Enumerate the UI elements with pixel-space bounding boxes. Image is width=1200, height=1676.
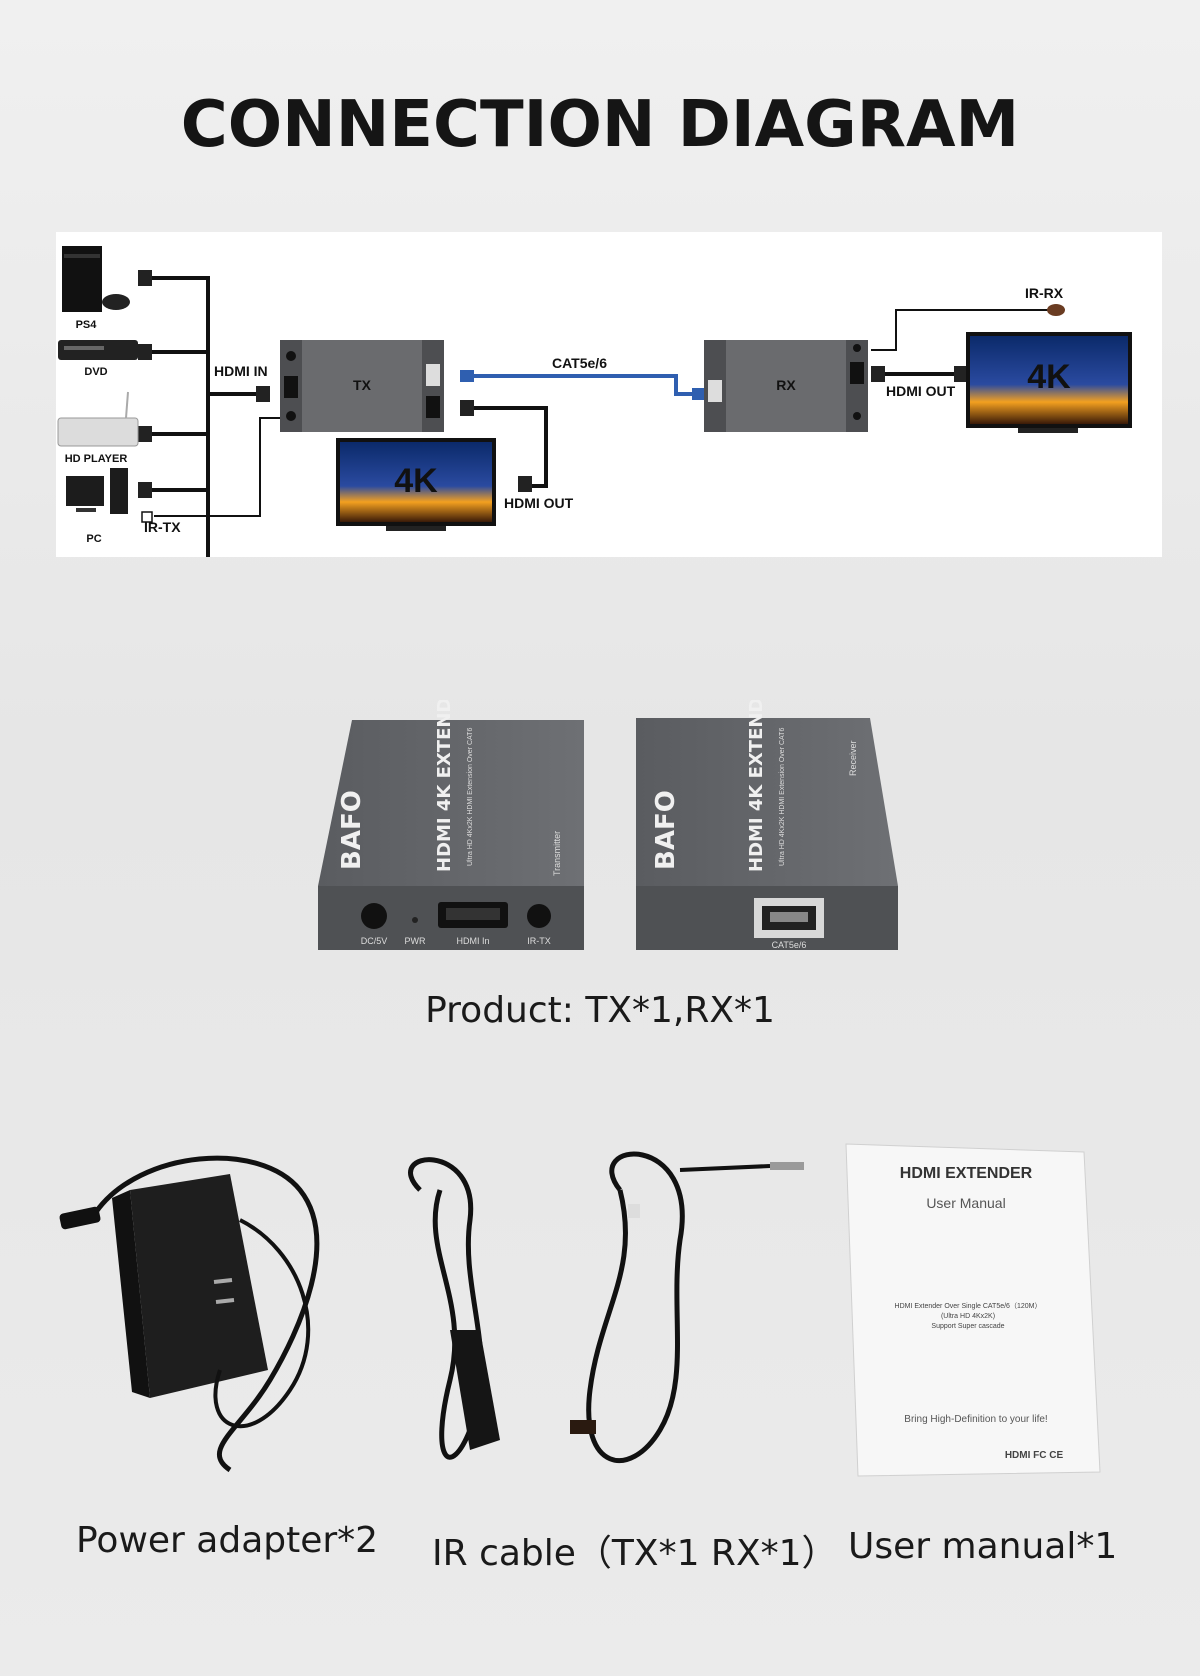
rx-role: Receiver <box>848 740 858 776</box>
manual-line3: Support Super cascade <box>931 1323 1004 1330</box>
hd-player-icon <box>57 391 139 447</box>
tx-port-ir: IR-TX <box>527 936 551 946</box>
tx-role: Transmitter <box>552 831 562 876</box>
manual-title: HDMI EXTENDER <box>900 1165 1033 1182</box>
connection-diagram: 4K 4K PS4 DVD HD PLAYER PC HDMI IN TX RX… <box>56 232 1162 557</box>
local-tv-icon: 4K <box>336 438 496 531</box>
hdmi-in-label: HDMI IN <box>214 363 268 379</box>
ir-rx-label: IR-RX <box>1025 285 1064 301</box>
manual-subtitle: User Manual <box>926 1195 1005 1211</box>
user-manual-image: HDMI EXTENDER User Manual HDMI Extender … <box>845 1143 1101 1477</box>
remote-tv-badge: 4K <box>1027 358 1071 396</box>
ps4-icon <box>62 246 130 312</box>
manual-logos: HDMI FC CE <box>1005 1450 1064 1461</box>
power-adapter-image <box>59 1155 320 1473</box>
tx-label: TX <box>353 377 372 393</box>
rx-sub: Ultra HD 4Kx2K HDMI Extension Over CAT6 <box>779 728 786 866</box>
product-caption: Product: TX*1,RX*1 <box>425 990 775 1031</box>
product-units: DC/5V PWR HDMI In IR-TX BAFO HDMI 4K EXT… <box>318 700 898 950</box>
rx-label: RX <box>776 377 796 393</box>
ir-tx-cable <box>154 417 284 517</box>
local-hdmi-out-label: HDMI OUT <box>504 495 574 511</box>
manual-caption: User manual*1 <box>848 1526 1118 1567</box>
rx-port-cat: CAT5e/6 <box>772 940 807 950</box>
accessories: HDMI EXTENDER User Manual HDMI Extender … <box>59 1143 1101 1477</box>
tx-sub: Ultra HD 4Kx2K HDMI Extension Over CAT6 <box>467 728 474 866</box>
tx-port-pwr: PWR <box>405 936 426 946</box>
tx-brand: BAFO <box>337 790 367 870</box>
hdmi-plugs <box>138 270 968 498</box>
source-label-ps4: PS4 <box>76 319 98 331</box>
tx-port-hdmi: HDMI In <box>456 936 489 946</box>
ir-tx-label: IR-TX <box>144 519 181 535</box>
rx-model: HDMI 4K EXTENDER 100M <box>746 700 767 872</box>
adapter-caption: Power adapter*2 <box>76 1520 379 1561</box>
page-title: CONNECTION DIAGRAM <box>180 88 1020 162</box>
tx-device: DC/5V PWR HDMI In IR-TX BAFO HDMI 4K EXT… <box>318 700 584 950</box>
ir-cable-image <box>408 1151 804 1463</box>
rx-brand: BAFO <box>651 790 681 870</box>
source-label-pc: PC <box>86 533 101 545</box>
ir-tx-emitter-icon <box>141 511 153 523</box>
cat-cable <box>468 374 704 396</box>
ir-rx-cable <box>871 309 1052 351</box>
tx-port-dc: DC/5V <box>361 936 388 946</box>
tx-model: HDMI 4K EXTENDER 100M <box>434 700 455 872</box>
cable-label: CAT5e/6 <box>552 355 607 371</box>
pc-icon <box>66 468 128 514</box>
remote-hdmi-out-label: HDMI OUT <box>886 383 956 399</box>
source-cables <box>151 276 270 557</box>
tx-unit <box>280 340 444 432</box>
local-hdmi-cable <box>460 406 548 488</box>
local-tv-badge: 4K <box>394 462 438 500</box>
ir-cable-caption: IR cable（TX*1 RX*1） <box>432 1533 838 1574</box>
dvd-icon <box>58 340 138 360</box>
remote-tv-icon: 4K <box>966 332 1132 433</box>
source-label-hd-player: HD PLAYER <box>65 453 128 465</box>
rx-device: CAT5e/6 BAFO HDMI 4K EXTENDER 100M Ultra… <box>636 700 898 950</box>
manual-line1: HDMI Extender Over Single CAT5e/6（120M） <box>895 1302 1042 1310</box>
manual-line2: (Ultra HD 4Kx2K) <box>941 1313 995 1320</box>
ir-rx-receiver-icon <box>1047 304 1065 316</box>
source-label-dvd: DVD <box>84 366 107 378</box>
rx-unit <box>704 340 868 432</box>
manual-slogan: Bring High-Definition to your life! <box>904 1414 1047 1425</box>
